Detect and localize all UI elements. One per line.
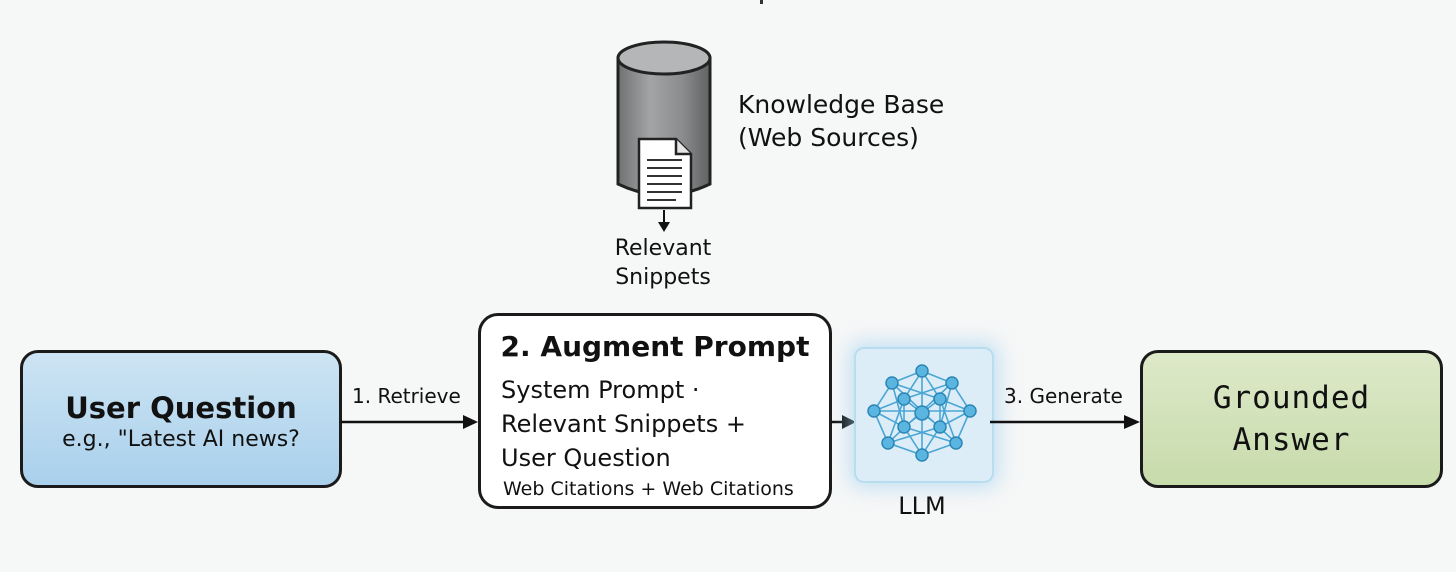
augment-to-llm-arrow bbox=[831, 415, 856, 429]
user-question-node: User Question e.g., "Latest AI news? bbox=[20, 350, 342, 488]
top-mark bbox=[760, 0, 763, 4]
grounded-answer-node: Grounded Answer bbox=[1140, 350, 1443, 488]
llm-node bbox=[854, 347, 994, 483]
llm-label: LLM bbox=[898, 492, 946, 520]
augment-line-web-citations: Web Citations + Web Citations bbox=[503, 478, 794, 500]
generate-label: 3. Generate bbox=[1004, 384, 1123, 408]
retrieve-label: 1. Retrieve bbox=[352, 384, 461, 408]
knowledge-base-title: Knowledge Base bbox=[738, 90, 945, 119]
knowledge-base-label: Knowledge Base (Web Sources) bbox=[738, 88, 944, 154]
user-question-title: User Question bbox=[65, 390, 297, 425]
user-question-example: e.g., "Latest AI news? bbox=[62, 426, 300, 452]
retrieve-arrow bbox=[341, 415, 478, 429]
snippets-line2: Snippets bbox=[615, 265, 711, 290]
document-icon bbox=[637, 137, 693, 210]
augment-prompt-title: 2. Augment Prompt bbox=[500, 330, 810, 363]
knowledge-base-subtitle: (Web Sources) bbox=[738, 123, 919, 152]
augment-line-user-question: User Question bbox=[501, 444, 671, 472]
relevant-snippets-label: Relevant Snippets bbox=[596, 234, 730, 292]
answer-line1: Grounded bbox=[1212, 380, 1371, 416]
generate-arrow bbox=[990, 415, 1140, 429]
snippets-arrow bbox=[658, 210, 670, 232]
snippets-line1: Relevant bbox=[614, 236, 712, 261]
augment-line-relevant-snippets: Relevant Snippets + bbox=[501, 410, 746, 438]
neural-network-icon bbox=[867, 364, 977, 462]
augment-line-system-prompt: System Prompt · bbox=[501, 376, 700, 404]
augment-prompt-node: 2. Augment Prompt System Prompt · Releva… bbox=[478, 313, 832, 509]
answer-line2: Answer bbox=[1232, 422, 1351, 458]
